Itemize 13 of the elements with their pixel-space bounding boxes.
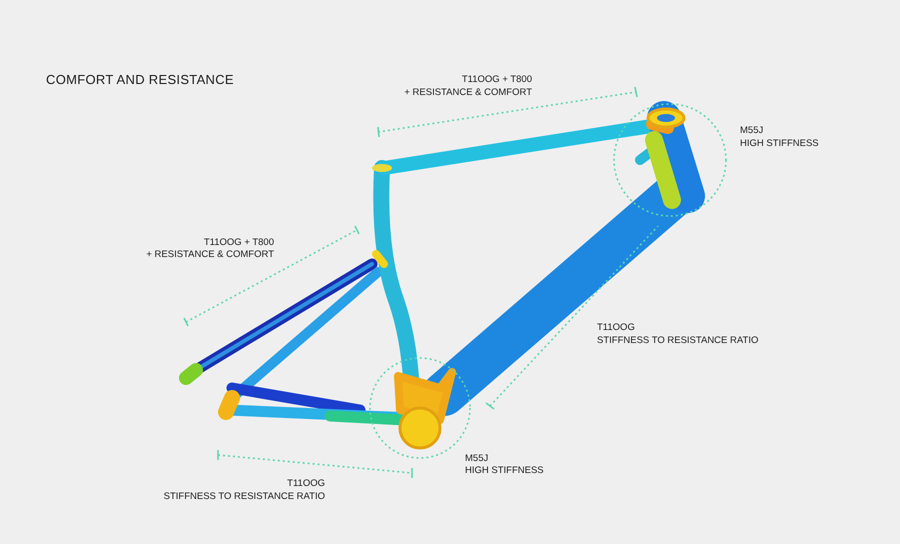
callout-text: T11OOG <box>597 322 635 334</box>
callout-text: HIGH STIFFNESS <box>465 465 544 477</box>
callout-text: T11OOG + T800 <box>462 74 532 86</box>
callout-text: T11OOG + T800 <box>204 237 274 249</box>
title: COMFORT AND RESISTANCE <box>46 72 234 87</box>
callout-text: HIGH STIFFNESS <box>740 138 819 150</box>
callout-text: + RESISTANCE & COMFORT <box>404 87 532 99</box>
callout-text: M55J <box>740 125 764 137</box>
callout-text: STIFFNESS TO RESISTANCE RATIO <box>164 491 325 503</box>
callout-text: + RESISTANCE & COMFORT <box>146 249 274 261</box>
callout-text: STIFFNESS TO RESISTANCE RATIO <box>597 335 758 347</box>
callout-text: T11OOG <box>287 478 325 490</box>
callout-text: M55J <box>465 453 488 465</box>
